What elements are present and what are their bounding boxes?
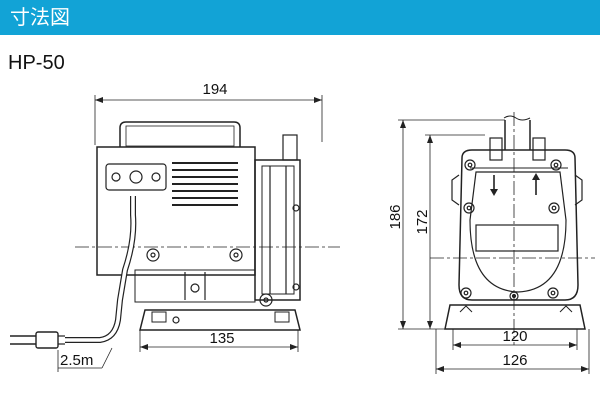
dim-overall-length: 194: [202, 81, 227, 98]
side-view: 194: [10, 81, 340, 372]
header-bar: 寸法図: [0, 0, 600, 35]
dim-cord-length: 2.5m: [60, 352, 93, 369]
dim-overall-width: 126: [502, 352, 527, 369]
dim-base-length: 135: [209, 330, 234, 347]
dim-height-to-top: 172: [414, 209, 431, 234]
dim-base-mount-width: 120: [502, 328, 527, 345]
model-name: HP-50: [8, 52, 65, 74]
front-view: 186 172: [387, 112, 595, 374]
dim-overall-height: 186: [387, 204, 404, 229]
page-title: 寸法図: [10, 5, 70, 29]
